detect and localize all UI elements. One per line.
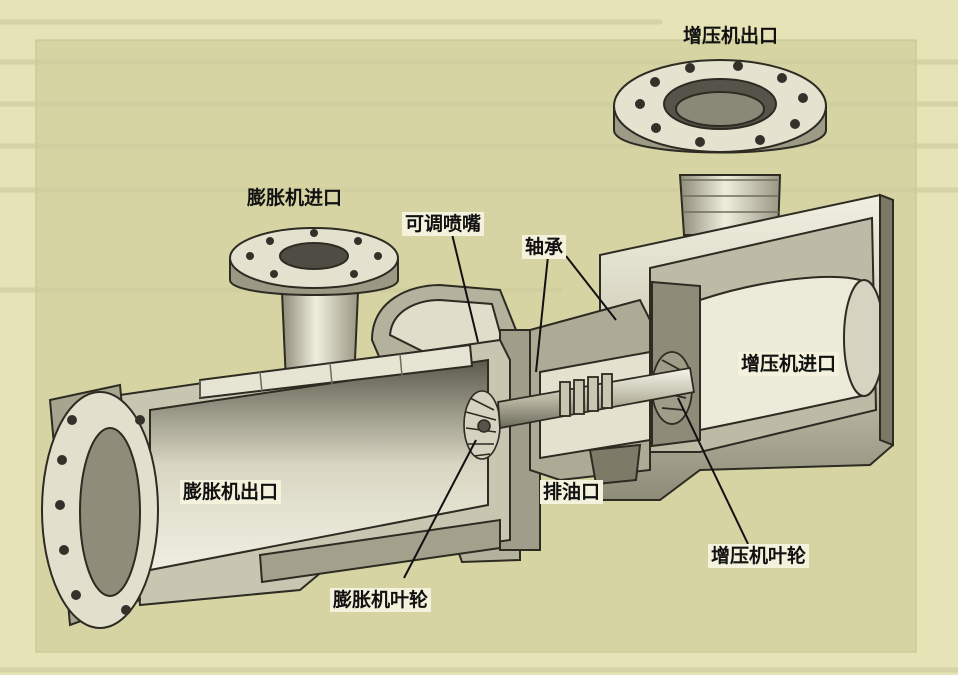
expander-housing	[118, 338, 511, 607]
label-expander-impeller: 膨胀机叶轮	[330, 588, 432, 612]
leader-booster-impeller	[677, 397, 749, 545]
leader-lines	[403, 233, 749, 579]
label-adjustable-nozzle: 可调喷嘴	[402, 212, 485, 236]
leader-expander-impeller	[403, 439, 477, 579]
label-expander-inlet: 膨胀机进口	[247, 187, 343, 209]
booster-outlet-flange	[613, 59, 827, 236]
label-oil-drain: 排油口	[540, 480, 604, 504]
expander-impeller	[463, 390, 501, 460]
label-booster-inlet: 增压机进口	[738, 352, 840, 376]
expander-inlet-flange	[229, 227, 399, 383]
leader-adjustable-nozzle	[451, 233, 479, 343]
leader-bearing-2	[565, 255, 617, 321]
rotor-shaft	[497, 366, 696, 430]
label-bearing: 轴承	[522, 235, 567, 259]
expander-outlet-flange	[41, 383, 159, 629]
label-expander-outlet: 膨胀机出口	[180, 480, 282, 504]
label-booster-outlet: 增压机出口	[683, 25, 779, 47]
leader-bearing	[535, 255, 549, 373]
label-booster-impeller: 增压机叶轮	[708, 544, 810, 568]
